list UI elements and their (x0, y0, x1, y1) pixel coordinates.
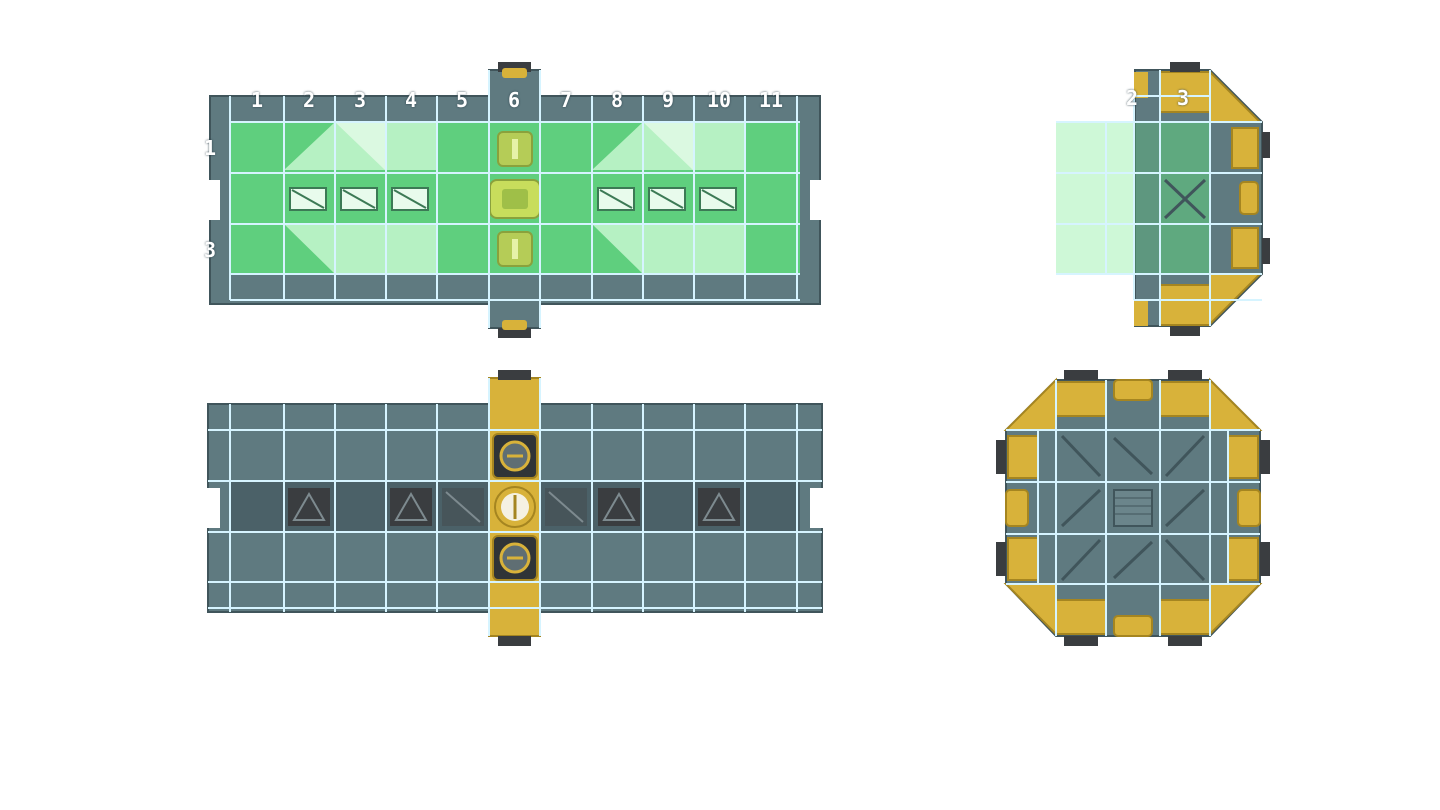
hull-notch-left (204, 180, 220, 220)
docking-connector-icon[interactable] (498, 636, 531, 646)
center-grate (1113, 489, 1153, 527)
docking-connector-icon[interactable] (1260, 542, 1270, 576)
thruster-icon[interactable] (1113, 615, 1153, 637)
docking-connector-icon (502, 320, 527, 330)
hull-plate-yellow (1055, 599, 1107, 635)
placement-wedge (643, 122, 693, 170)
hull-plate-yellow (1003, 583, 1057, 637)
hull-notch-left (204, 488, 220, 528)
thruster-icon[interactable] (1113, 379, 1153, 401)
hub-grid-steel (996, 370, 1270, 646)
hull-notch-right (810, 488, 826, 528)
docking-connector-icon[interactable] (1170, 62, 1200, 72)
endcap-grid-green (1056, 62, 1270, 336)
docking-connector-icon[interactable] (1262, 132, 1270, 158)
placement-wedge (335, 122, 385, 170)
hull-plate-yellow (1134, 72, 1148, 98)
docking-connector-icon[interactable] (996, 542, 1006, 576)
hatch-icon[interactable] (494, 486, 536, 528)
hull-plate-yellow (1209, 377, 1263, 431)
window-tiles (289, 187, 737, 211)
hull-plate-yellow (1231, 127, 1259, 169)
hull-plate-yellow (1159, 71, 1211, 113)
hull-notch-right (810, 180, 826, 220)
module-built-bottom-right[interactable] (996, 366, 1272, 650)
placement-wedge (284, 224, 436, 274)
docking-connector-icon[interactable] (1260, 440, 1270, 474)
placement-area (1134, 122, 1160, 274)
hull-plate-yellow (1134, 300, 1148, 326)
docking-connector-icon[interactable] (498, 370, 531, 380)
module-preview-top-right[interactable]: 2 3 (1050, 60, 1280, 340)
thruster-icon[interactable] (1005, 489, 1029, 527)
ghost-cells (1056, 122, 1106, 274)
hull-plate-yellow (1159, 284, 1211, 326)
hull-plate-yellow (1003, 377, 1057, 431)
grid-lines (1006, 380, 1260, 636)
docking-connector-icon[interactable] (498, 62, 531, 72)
docking-connector-icon[interactable] (1170, 326, 1200, 336)
hull-plate-yellow (1227, 435, 1259, 479)
module-preview-top-left[interactable]: 1 2 3 4 5 6 7 8 9 10 11 1 3 (200, 60, 830, 340)
hull-plate-yellow (1209, 69, 1263, 123)
floor-grates (288, 488, 740, 526)
strut-lines (1060, 434, 1206, 582)
grid-lines (208, 378, 822, 636)
docking-connector-icon[interactable] (1168, 636, 1202, 646)
docking-connector-icon[interactable] (1064, 636, 1098, 646)
docking-connector-icon[interactable] (498, 328, 531, 338)
hull-plate-yellow (1231, 227, 1259, 269)
thruster-icon[interactable] (1239, 181, 1259, 215)
hatch-icon[interactable] (492, 433, 538, 479)
docking-connector-icon[interactable] (1064, 370, 1098, 380)
hull-plate-yellow (1227, 537, 1259, 581)
docking-connector-icon[interactable] (1262, 238, 1270, 264)
center-grate-lines (1114, 497, 1152, 515)
thruster-icon[interactable] (1237, 489, 1261, 527)
grid-lines (229, 70, 800, 328)
hull-plate-yellow (1055, 381, 1107, 417)
module-grid-steel (204, 370, 826, 646)
placement-wedge (592, 224, 744, 274)
module-grid-green (204, 62, 826, 338)
hull-plate-yellow (1007, 537, 1039, 581)
module-built-bottom-left[interactable] (200, 368, 830, 648)
hull-plate-yellow (1159, 381, 1211, 417)
hull-plate-yellow (1159, 599, 1211, 635)
docking-connector-icon[interactable] (1168, 370, 1202, 380)
ghost-cells (1106, 122, 1136, 274)
hatch-icon[interactable] (489, 131, 541, 267)
docking-connector-icon[interactable] (996, 440, 1006, 474)
grid-lines (1056, 70, 1262, 326)
docking-connector-icon (502, 68, 527, 78)
hull-plate-yellow (1007, 435, 1039, 479)
strut-lines (1163, 178, 1207, 220)
hatch-icon[interactable] (492, 535, 538, 581)
hull-plate-yellow (1209, 583, 1263, 637)
